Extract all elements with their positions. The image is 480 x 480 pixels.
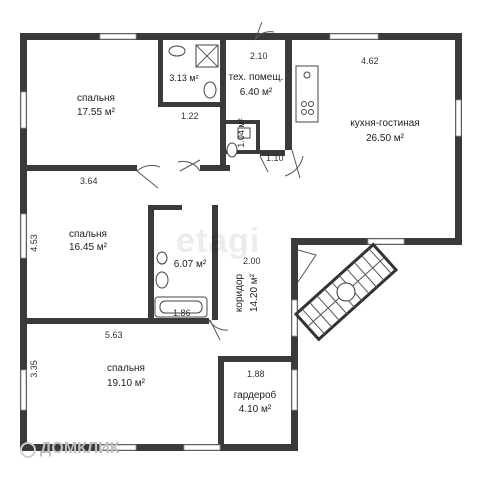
dimension-label: 4.62 [361,56,379,66]
dimension-label: 4.53 [28,234,39,252]
doors [136,21,304,341]
dimension-label: 1.22 [181,111,199,121]
dimension-label: 3.64 [80,176,98,186]
room-bedroom1-name: спальня [77,93,115,104]
dimension-label: 1.86 [173,308,191,318]
watermark: etagi [176,222,261,260]
room-corridor-area: 14.20 м² [249,274,260,313]
fixtures [154,44,319,318]
room-kitchen-name: кухня-гостиная [350,118,420,129]
windows [20,33,462,451]
room-corridor-name: коридор [234,273,245,313]
dimension-label: 5.63 [105,330,123,340]
dimension-label: 2.00 [243,256,261,266]
angled-balcony [293,242,399,342]
room-utility-name: тех. помещ. [228,72,284,83]
room-bathroom2-area: 6.07 м² [173,259,207,270]
room-utility-area: 6.40 м² [239,87,273,98]
interior-walls [27,40,291,444]
dimension-label: 1.88 [247,369,265,379]
dimension-label: 1.10 [266,153,284,163]
dimension-label: 3.35 [28,360,39,378]
room-bedroom3-area: 19.10 м² [106,378,145,389]
room-wc-area: 1.04 м² [236,118,246,148]
domclick-logo: ДОМКЛИК [40,440,120,457]
room-bedroom2-area: 16.45 м² [68,242,107,253]
room-wardrobe-name: гардероб [233,390,277,401]
dimension-label: 2.10 [250,51,268,61]
room-wardrobe-area: 4.10 м² [238,404,272,415]
room-bathroom1-area: 3.13 м² [169,73,199,83]
room-bedroom3-name: спальня [107,363,145,374]
room-bedroom2-name: спальня [69,229,107,240]
room-bedroom1-area: 17.55 м² [76,107,115,118]
domclick-logo-icon [20,442,36,458]
room-kitchen-area: 26.50 м² [365,133,404,144]
